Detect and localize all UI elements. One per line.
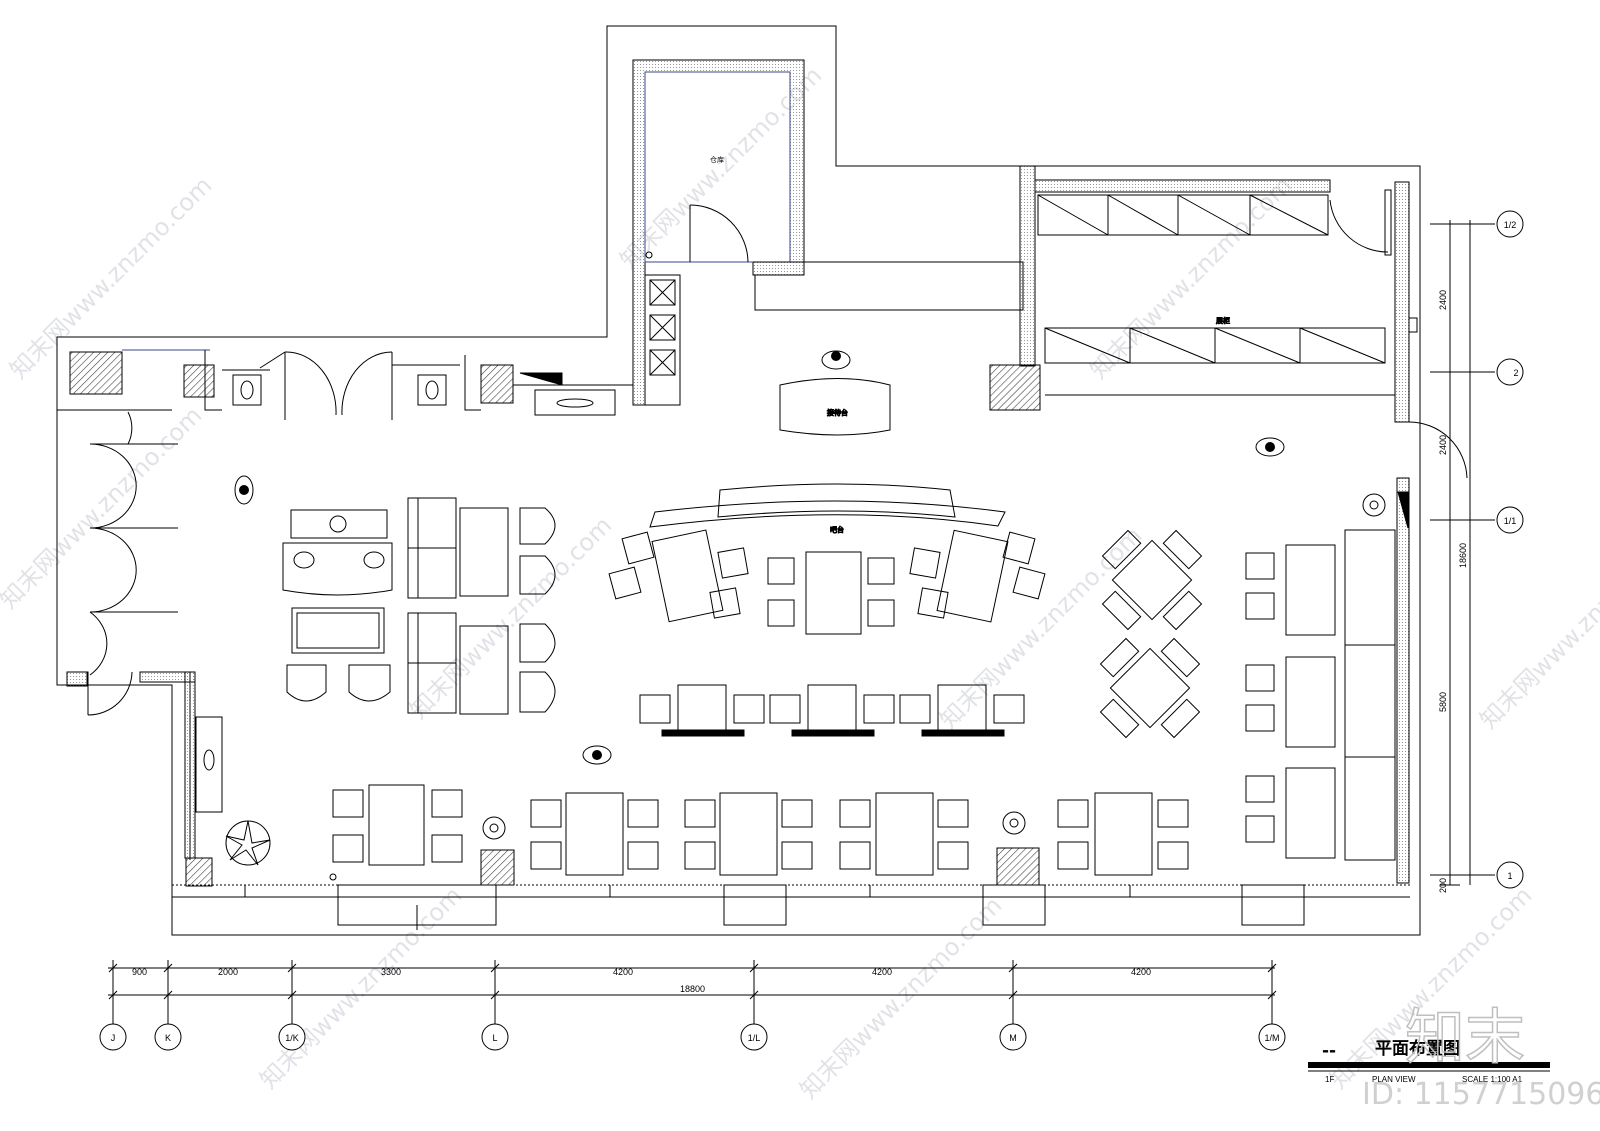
storefront — [244, 884, 1305, 930]
diamond-tables — [1099, 529, 1203, 739]
dim-h-0: 900 — [132, 967, 147, 977]
columns — [69, 351, 1041, 887]
building-outline — [56, 25, 1421, 936]
reception-desk: 接待台 — [779, 378, 891, 436]
dim-v-2: 5800 — [1438, 692, 1448, 712]
axis-h-0: J — [111, 1033, 116, 1043]
view-label: PLAN VIEW — [1372, 1075, 1416, 1084]
title-dash: -- — [1322, 1041, 1336, 1061]
dim-v-3: 200 — [1438, 878, 1448, 893]
dim-h-1: 2000 — [218, 967, 238, 977]
watermark-text: 知末网www.znzmo.com — [254, 881, 467, 1094]
logo-watermark: 知末 ID: 1157715096 — [1362, 1002, 1600, 1112]
lounge-seating — [282, 497, 556, 715]
watermark-text: 知末网www.znzmo.com — [1474, 521, 1600, 734]
axis-h-5: M — [1009, 1033, 1017, 1043]
dimension-labels-horizontal: 900 2000 3300 4200 4200 4200 18800 — [132, 967, 1151, 994]
dim-v-total: 18600 — [1458, 543, 1468, 568]
corridor-wall — [753, 165, 1036, 367]
right-booths — [1245, 421, 1468, 884]
entrance-partitions — [57, 349, 634, 420]
dim-v-0: 2400 — [1438, 290, 1448, 310]
watermark-text: 知末网www.znzmo.com — [404, 511, 617, 724]
axis-v-2: 1/1 — [1504, 516, 1517, 526]
reception-label: 接待台 — [827, 408, 848, 417]
logo-text: 知末 — [1405, 1003, 1525, 1073]
plant-icon — [225, 820, 271, 866]
center-table-row — [639, 684, 1025, 737]
axis-v-3: 1 — [1507, 871, 1512, 881]
axis-h-6: 1/M — [1264, 1033, 1279, 1043]
floor-label: 1F — [1325, 1075, 1334, 1084]
drawing-title: 平面布置图 — [1375, 1038, 1460, 1059]
axis-h-1: K — [165, 1033, 171, 1043]
title-block: -- 平面布置图 1F PLAN VIEW SCALE 1:100 A1 — [1308, 1038, 1550, 1084]
dimension-labels-vertical: 2400 2400 5800 200 18600 — [1438, 290, 1468, 893]
axis-h-3: L — [492, 1033, 497, 1043]
scale-label: SCALE 1:100 A1 — [1462, 1075, 1523, 1084]
dim-h-5: 4200 — [1131, 967, 1151, 977]
bar-label: 吧台 — [830, 525, 844, 534]
watermark-text: 知末网www.znzmo.com — [794, 891, 1007, 1104]
axis-labels-horizontal: J K 1/K L 1/L M 1/M — [111, 1033, 1280, 1043]
bottom-table-row — [329, 493, 1386, 881]
axis-labels-vertical: 1/2 2 1/1 1 — [1504, 220, 1519, 881]
axis-h-4: 1/L — [748, 1033, 761, 1043]
storage-label: 仓库 — [710, 155, 724, 164]
axis-bubbles-horizontal — [99, 960, 1286, 1051]
dim-h-2: 3300 — [381, 967, 401, 977]
axis-v-0: 1/2 — [1504, 220, 1517, 230]
fitting-room-bays — [66, 411, 223, 860]
display-room: 展柜 — [1034, 179, 1418, 423]
dim-h-3: 4200 — [613, 967, 633, 977]
bar-counter: 吧台 — [608, 483, 1046, 635]
dim-v-1: 2400 — [1438, 435, 1448, 455]
dimension-chain-vertical — [1430, 210, 1524, 889]
watermark-text: 知末网www.znzmo.com — [0, 401, 207, 614]
dim-h-4: 4200 — [872, 967, 892, 977]
id-text: ID: 1157715096 — [1362, 1077, 1600, 1112]
axis-v-1: 2 — [1513, 368, 1518, 378]
axis-h-2: 1/K — [285, 1033, 299, 1043]
dim-h-total: 18800 — [680, 984, 705, 994]
person-icons — [234, 350, 1285, 765]
display-label: 展柜 — [1216, 316, 1230, 325]
